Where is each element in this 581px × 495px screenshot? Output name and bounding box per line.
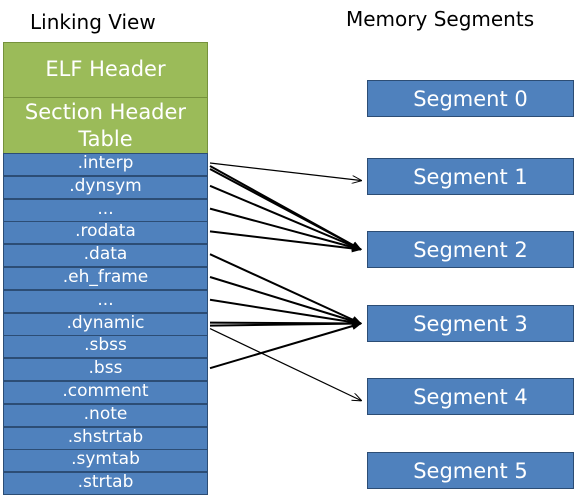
section-ehframe: .eh_frame: [3, 267, 208, 290]
section-shstrtab: .shstrtab: [3, 426, 208, 450]
arrow-section7-to-segment4: [209, 328, 361, 401]
section-ellipsis: ...: [3, 289, 208, 313]
section-dynamic: .dynamic: [3, 312, 208, 336]
linking-view-title: Linking View: [30, 10, 156, 34]
arrow-section3-to-segment2: [209, 230, 362, 253]
section-sbss: .sbss: [3, 335, 208, 359]
segment-5: Segment 5: [367, 452, 574, 489]
segment-2: Segment 2: [367, 231, 574, 268]
arrow-section0-to-segment1: [209, 162, 361, 181]
section-ellipsis: ...: [3, 198, 208, 222]
section-strtab: .strtab: [3, 472, 208, 495]
section-rodata: .rodata: [3, 221, 208, 245]
arrow-section0-to-segment2: [209, 168, 362, 251]
segment-1: Segment 1: [367, 158, 574, 195]
section-bss: .bss: [3, 358, 208, 382]
arrow-section4-to-segment3: [209, 253, 362, 325]
segment-0: Segment 0: [367, 80, 574, 117]
section-comment: .comment: [3, 381, 208, 404]
elf-header-block: ELF Header: [3, 42, 208, 98]
arrow-section9-to-segment3: [209, 322, 362, 370]
arrow-section6-to-segment3: [209, 298, 362, 327]
segment-4: Segment 4: [367, 378, 574, 415]
arrow-section7-to-segment3: [209, 319, 362, 328]
segment-3: Segment 3: [367, 305, 574, 342]
section-header-table-label: Section Header Table: [25, 99, 186, 153]
arrow-section2-to-segment2: [209, 207, 362, 252]
section-header-line2: Table: [78, 126, 133, 151]
arrow-section5-to-segment3: [209, 276, 362, 325]
section-dynsym: .dynsym: [3, 175, 208, 199]
section-header-table-block: Section Header Table: [3, 97, 208, 154]
memory-segments-title: Memory Segments: [346, 7, 535, 31]
arrow-section1-to-segment2: [209, 184, 362, 251]
section-interp: .interp: [3, 153, 208, 176]
section-data: .data: [3, 244, 208, 268]
section-header-line1: Section Header: [24, 99, 187, 124]
section-note: .note: [3, 403, 208, 427]
elf-header-label: ELF Header: [45, 57, 166, 82]
section-symtab: .symtab: [3, 449, 208, 473]
